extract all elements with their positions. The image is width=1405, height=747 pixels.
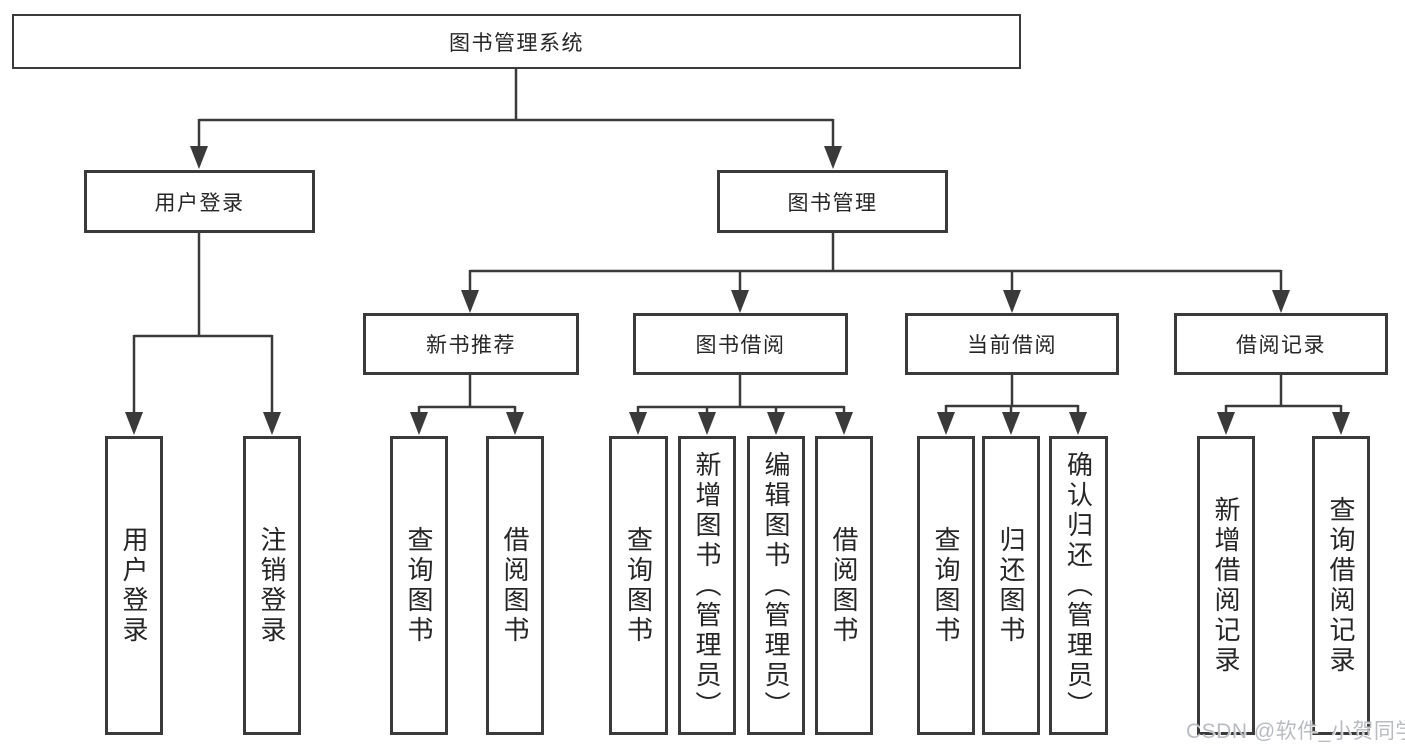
arrowhead [461, 290, 479, 313]
node-book-borrowing: 图书借阅 [633, 313, 848, 375]
node-new-book-recommendation-label: 新书推荐 [426, 334, 516, 357]
node-leaf-query-borrow-record-label: 查询借阅记录 [1326, 495, 1356, 676]
node-leaf-query-borrow-record: 查询借阅记录 [1312, 436, 1370, 735]
node-new-book-recommendation: 新书推荐 [363, 313, 579, 375]
node-leaf-logout: 注销登录 [243, 436, 301, 735]
node-leaf-edit-book-admin: 编辑图书（管理员） [747, 436, 805, 735]
node-current-borrowing: 当前借阅 [905, 313, 1119, 375]
connector-borrow-records-branch [1224, 375, 1343, 432]
node-leaf-borrow-books-rec: 借阅图书 [486, 436, 544, 735]
arrowhead [731, 290, 749, 313]
arrowhead [835, 412, 853, 435]
node-borrowing-records: 借阅记录 [1174, 313, 1388, 375]
node-leaf-query-books-rec: 查询图书 [390, 436, 448, 735]
arrowhead [824, 146, 842, 169]
connector-book-mgmt-branch [468, 233, 1283, 310]
arrowhead [767, 412, 785, 435]
node-leaf-edit-book-admin-label: 编辑图书（管理员） [761, 450, 791, 721]
connector-book-borrow-branch [636, 375, 846, 432]
connector-new-book-branch [417, 375, 517, 432]
arrowhead [1069, 412, 1087, 435]
node-leaf-return-book: 归还图书 [982, 436, 1040, 735]
connector-user-login-branch [132, 233, 274, 432]
node-borrowing-records-label: 借阅记录 [1236, 334, 1326, 357]
node-leaf-add-book-admin-label: 新增图书（管理员） [692, 450, 722, 721]
arrowhead [1002, 412, 1020, 435]
node-leaf-confirm-return-admin: 确认归还（管理员） [1049, 436, 1108, 735]
arrowhead [410, 412, 428, 435]
node-library-management-system: 图书管理系统 [12, 14, 1021, 69]
connector-root-to-level2 [197, 68, 835, 166]
node-leaf-borrow-books-borrow-label: 借阅图书 [829, 525, 859, 646]
node-library-management-system-label: 图书管理系统 [449, 31, 584, 55]
node-leaf-user-login: 用户登录 [105, 436, 163, 735]
node-leaf-query-books-rec-label: 查询图书 [404, 525, 434, 646]
watermark: CSDN @软件_小贺同学 [1186, 720, 1405, 743]
node-leaf-query-books-current-label: 查询图书 [931, 525, 961, 646]
node-leaf-add-borrow-record: 新增借阅记录 [1197, 436, 1255, 735]
node-leaf-return-book-label: 归还图书 [996, 525, 1026, 646]
arrowhead [698, 412, 716, 435]
node-user-login-branch: 用户登录 [84, 170, 315, 233]
arrowhead [506, 412, 524, 435]
node-leaf-logout-label: 注销登录 [257, 525, 287, 646]
arrowhead [1332, 412, 1350, 435]
node-leaf-confirm-return-admin-label: 确认归还（管理员） [1063, 450, 1094, 721]
arrowhead [629, 412, 647, 435]
node-leaf-borrow-books-rec-label: 借阅图书 [500, 525, 530, 646]
arrowhead [1272, 290, 1290, 313]
node-leaf-add-borrow-record-label: 新增借阅记录 [1211, 495, 1241, 676]
arrowhead [1003, 290, 1021, 313]
node-user-login-branch-label: 用户登录 [154, 191, 245, 215]
node-leaf-query-books-current: 查询图书 [917, 436, 975, 735]
node-current-borrowing-label: 当前借阅 [967, 334, 1057, 357]
node-book-management: 图书管理 [717, 170, 948, 233]
node-book-borrowing-label: 图书借阅 [695, 334, 786, 357]
arrowhead [937, 412, 955, 435]
arrowhead [1217, 412, 1235, 435]
node-book-management-label: 图书管理 [787, 191, 878, 215]
arrowhead [125, 412, 143, 435]
node-leaf-add-book-admin: 新增图书（管理员） [678, 436, 736, 735]
connector-lines [132, 68, 1343, 432]
node-leaf-query-books-borrow-label: 查询图书 [623, 525, 654, 646]
arrowhead [190, 146, 208, 169]
node-leaf-borrow-books-borrow: 借阅图书 [815, 436, 873, 735]
node-leaf-user-login-label: 用户登录 [119, 525, 149, 646]
arrowhead [263, 412, 281, 435]
node-leaf-query-books-borrow: 查询图书 [609, 436, 668, 735]
